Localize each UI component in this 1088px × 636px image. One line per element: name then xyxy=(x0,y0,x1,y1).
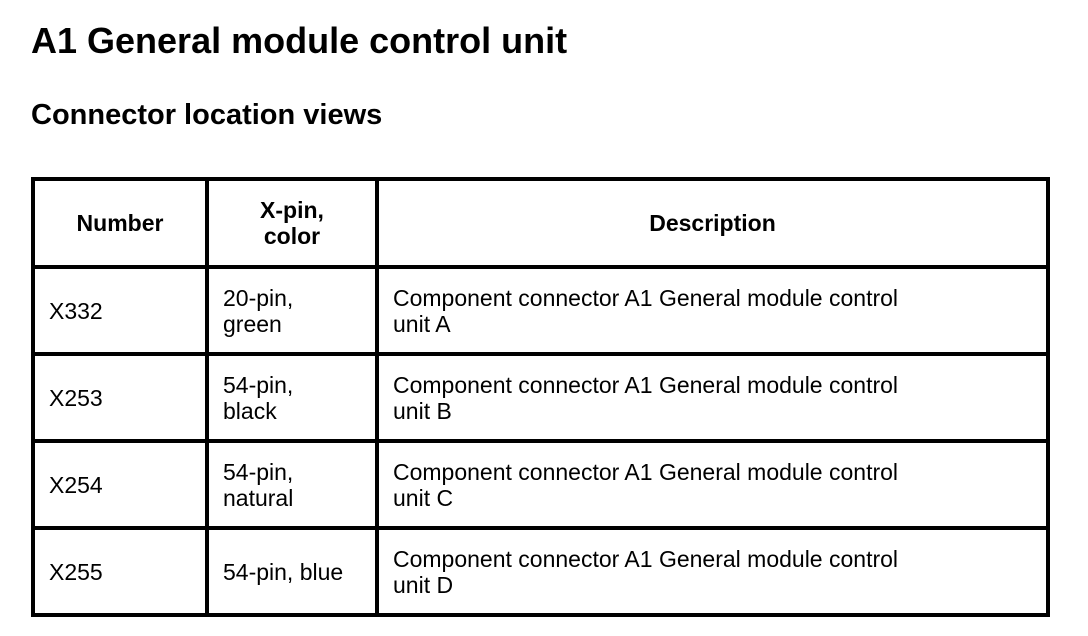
cell-number: X332 xyxy=(31,265,209,356)
connector-location-table: Number X-pin, color Description X332 20-… xyxy=(31,177,1050,617)
column-header-number: Number xyxy=(31,177,209,269)
cell-number: X253 xyxy=(31,352,209,443)
cell-pin-color: 54-pin, black xyxy=(205,352,379,443)
cell-pin-color: 54-pin, blue xyxy=(205,526,379,617)
column-header-description: Description xyxy=(375,177,1050,269)
cell-pin-color: 54-pin, natural xyxy=(205,439,379,530)
table-row: X254 54-pin, natural Component connector… xyxy=(31,439,1050,530)
cell-number: X254 xyxy=(31,439,209,530)
column-header-pin-color: X-pin, color xyxy=(205,177,379,269)
cell-description: Component connector A1 General module co… xyxy=(375,352,1050,443)
table-header-row: Number X-pin, color Description xyxy=(31,177,1050,269)
cell-description: Component connector A1 General module co… xyxy=(375,439,1050,530)
cell-description: Component connector A1 General module co… xyxy=(375,526,1050,617)
page-title: A1 General module control unit xyxy=(31,20,568,61)
cell-description: Component connector A1 General module co… xyxy=(375,265,1050,356)
table-row: X332 20-pin, green Component connector A… xyxy=(31,265,1050,356)
table-row: X255 54-pin, blue Component connector A1… xyxy=(31,526,1050,617)
table-row: X253 54-pin, black Component connector A… xyxy=(31,352,1050,443)
cell-pin-color: 20-pin, green xyxy=(205,265,379,356)
section-subtitle: Connector location views xyxy=(31,99,383,131)
cell-number: X255 xyxy=(31,526,209,617)
